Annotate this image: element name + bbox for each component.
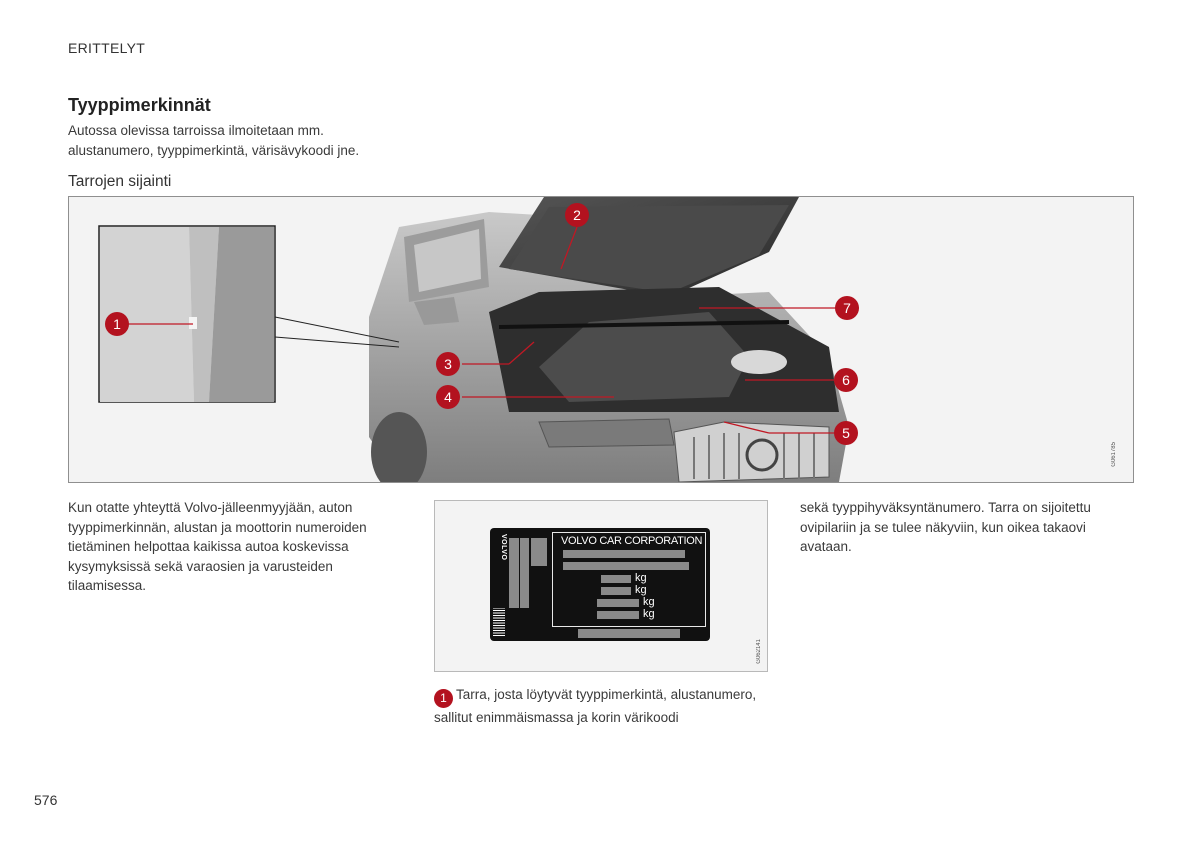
plate-info-box: VOLVO CAR CORPORATION kg kg kg kg (552, 532, 706, 627)
figure-code: G062141 (756, 639, 762, 664)
plate-field (563, 550, 685, 558)
plate-field (578, 629, 680, 638)
callout-2: 2 (565, 203, 589, 227)
page-title: Tyyppimerkinnät (68, 95, 211, 115)
plate-brand: VOLVO (500, 534, 507, 561)
car-illustration: 1 2 3 4 5 6 7 G061785 (68, 196, 1134, 483)
callout-4: 4 (436, 385, 460, 409)
unit-kg: kg (643, 608, 655, 620)
callout-7: 7 (835, 296, 859, 320)
body-text-column-3: sekä tyyppihyväksyntänumero. Tarra on si… (800, 500, 1091, 554)
plate-field (601, 575, 631, 583)
body-text-column-1: Kun otatte yhteyttä Volvo-jälleenmyyjään… (68, 500, 367, 593)
plate-title: VOLVO CAR CORPORATION (561, 535, 703, 547)
page-number: 576 (34, 792, 58, 808)
barcode-icon (493, 608, 505, 636)
callout-5: 5 (834, 421, 858, 445)
plate-field (601, 587, 631, 595)
caption-text: Tarra, josta löytyvät tyyppimerkintä, al… (434, 687, 757, 725)
plate-field (520, 538, 529, 608)
plate-field (597, 611, 639, 619)
figure-code: G061785 (1111, 442, 1117, 467)
plate-field (563, 562, 689, 570)
car-drawing (98, 197, 859, 482)
type-label-illustration: VOLVO VOLVO CAR CORPORATION kg kg kg kg … (434, 500, 768, 672)
plate-field (597, 599, 639, 607)
type-plate: VOLVO VOLVO CAR CORPORATION kg kg kg kg (490, 528, 710, 641)
callout-1: 1 (105, 312, 129, 336)
callout-6: 6 (834, 368, 858, 392)
callout-3: 3 (436, 352, 460, 376)
plate-field (509, 538, 519, 608)
unit-kg: kg (635, 584, 647, 596)
plate-field (531, 538, 547, 566)
unit-kg: kg (643, 596, 655, 608)
unit-kg: kg (635, 572, 647, 584)
caption-callout: 1 (434, 689, 453, 708)
subheading: Tarrojen sijainti (68, 173, 172, 190)
section-header: ERITTELYT (68, 40, 146, 56)
intro-paragraph: Autossa olevissa tarroissa ilmoitetaan m… (68, 123, 360, 158)
